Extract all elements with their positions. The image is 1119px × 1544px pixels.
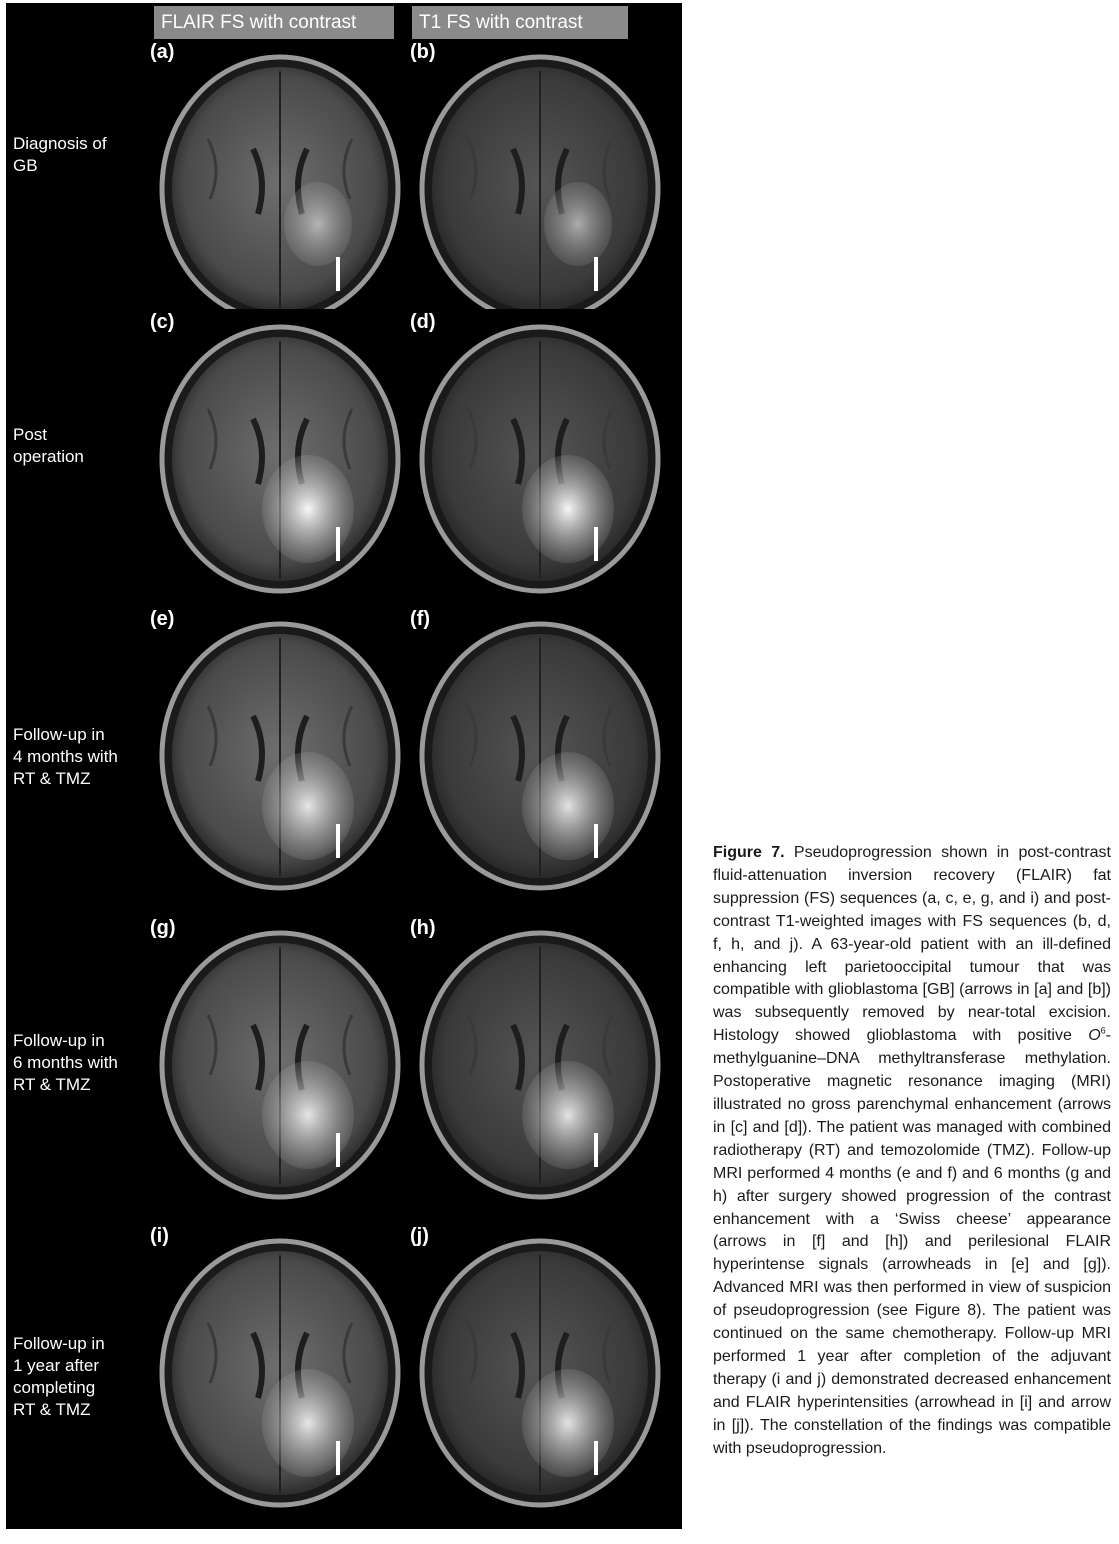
mri-scan-e (148, 606, 412, 894)
panel-label-j: (j) (410, 1225, 429, 1247)
panel-label-d: (d) (410, 311, 436, 333)
panel-label-h: (h) (410, 917, 436, 939)
mri-scan-j (408, 1223, 672, 1511)
mri-panel-f: (f) (408, 606, 672, 894)
panel-label-f: (f) (410, 608, 430, 630)
figure-caption: Figure 7. Pseudoprogression shown in pos… (713, 842, 1111, 1460)
mri-panel-g: (g) (148, 915, 412, 1203)
mri-panel-h: (h) (408, 915, 672, 1203)
mri-scan-d (408, 309, 672, 597)
caption-o-superscript: 6 (1100, 1025, 1106, 1036)
mri-scan-g (148, 915, 412, 1203)
column-header-t1: T1 FS with contrast (412, 6, 628, 39)
mri-panel-c: (c) (148, 309, 412, 597)
panel-label-e: (e) (150, 608, 175, 630)
mri-panel-a: (a) (148, 39, 412, 327)
mri-scan-h (408, 915, 672, 1203)
mri-panel-d: (d) (408, 309, 672, 597)
panel-label-c: (c) (150, 311, 175, 333)
mri-panel-e: (e) (148, 606, 412, 894)
mri-scan-b (408, 39, 672, 327)
caption-o-letter: O (1088, 1027, 1101, 1045)
mri-figure: FLAIR FS with contrast T1 FS with contra… (6, 3, 682, 1529)
mri-panel-j: (j) (408, 1223, 672, 1511)
panel-label-i: (i) (150, 1225, 169, 1247)
mri-scan-f (408, 606, 672, 894)
mri-panel-b: (b) (408, 39, 672, 327)
panel-label-b: (b) (410, 41, 436, 63)
caption-text-part2: -methylguanine–DNA methyltransferase met… (713, 1027, 1111, 1457)
mri-panel-i: (i) (148, 1223, 412, 1511)
mri-scan-i (148, 1223, 412, 1511)
panel-label-a: (a) (150, 41, 175, 63)
mri-scan-c (148, 309, 412, 597)
panel-label-g: (g) (150, 917, 176, 939)
column-header-flair: FLAIR FS with contrast (154, 6, 394, 39)
caption-text-part1: Pseudoprogression shown in post-contrast… (713, 844, 1111, 1045)
mri-scan-a (148, 39, 412, 327)
caption-figure-label: Figure 7. (713, 844, 785, 861)
